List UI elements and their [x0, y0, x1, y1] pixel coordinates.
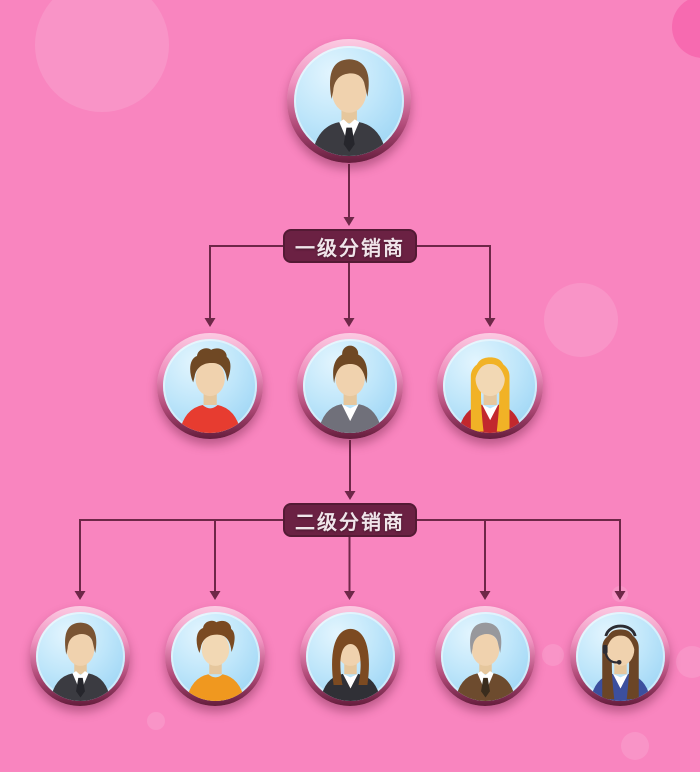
avatar-face	[302, 338, 398, 434]
avatar-face	[440, 611, 530, 701]
businessman-suit-avatar-icon	[49, 622, 111, 701]
arrow-level1-label-to-right	[416, 245, 491, 318]
blonde-woman-red-top-avatar-icon	[458, 357, 522, 434]
senior-man-brown-jacket-avatar-icon	[454, 622, 516, 701]
arrowhead	[209, 591, 221, 600]
root-distributor-avatar	[287, 39, 411, 163]
businessman-suit-avatar-icon	[311, 59, 387, 157]
level2-distributor-label: 二级分销商	[283, 503, 417, 537]
level1-distributor-avatar-2	[297, 333, 403, 439]
level1-distributor-avatar-1	[157, 333, 263, 439]
decor-bubble	[621, 732, 649, 760]
avatar-face	[162, 338, 258, 434]
arrowhead	[343, 318, 355, 327]
arrow-level2-label-to-1	[79, 519, 283, 591]
decor-bubble	[544, 283, 618, 357]
arrowhead	[344, 591, 355, 600]
decor-bubble-large	[35, 0, 169, 112]
level2-distributor-avatar-5	[570, 606, 670, 706]
arrow-level1-label-to-left	[209, 245, 283, 318]
arrowhead	[74, 591, 86, 600]
decor-bubble	[542, 644, 564, 666]
avatar-face	[305, 611, 395, 701]
support-woman-headset-avatar-icon	[589, 624, 651, 701]
arrowhead	[479, 591, 491, 600]
level2-distributor-avatar-1	[30, 606, 130, 706]
arrow-level2-label-to-5	[416, 519, 621, 591]
decor-bubble	[676, 646, 700, 678]
arrowhead	[484, 318, 496, 327]
young-man-orange-shirt-avatar-icon	[185, 620, 245, 701]
decor-bubble-accent	[672, 0, 700, 58]
avatar-face	[575, 611, 665, 701]
level1-distributor-avatar-3	[437, 333, 543, 439]
woman-bob-dark-top-avatar-icon	[319, 628, 381, 701]
avatar-face	[170, 611, 260, 701]
level2-distributor-avatar-3	[300, 606, 400, 706]
avatar-face	[293, 45, 405, 157]
young-man-red-shirt-avatar-icon	[179, 348, 241, 434]
avatar-face	[442, 338, 538, 434]
level2-distributor-avatar-2	[165, 606, 265, 706]
arrowhead	[344, 491, 356, 500]
arrowhead	[343, 217, 355, 226]
level2-distributor-avatar-4	[435, 606, 535, 706]
decor-bubble	[147, 712, 165, 730]
arrowhead	[204, 318, 216, 327]
businesswoman-bun-avatar-icon	[318, 345, 382, 434]
decor-bubble	[612, 586, 628, 602]
avatar-face	[35, 611, 125, 701]
level1-distributor-label: 一级分销商	[283, 229, 417, 263]
